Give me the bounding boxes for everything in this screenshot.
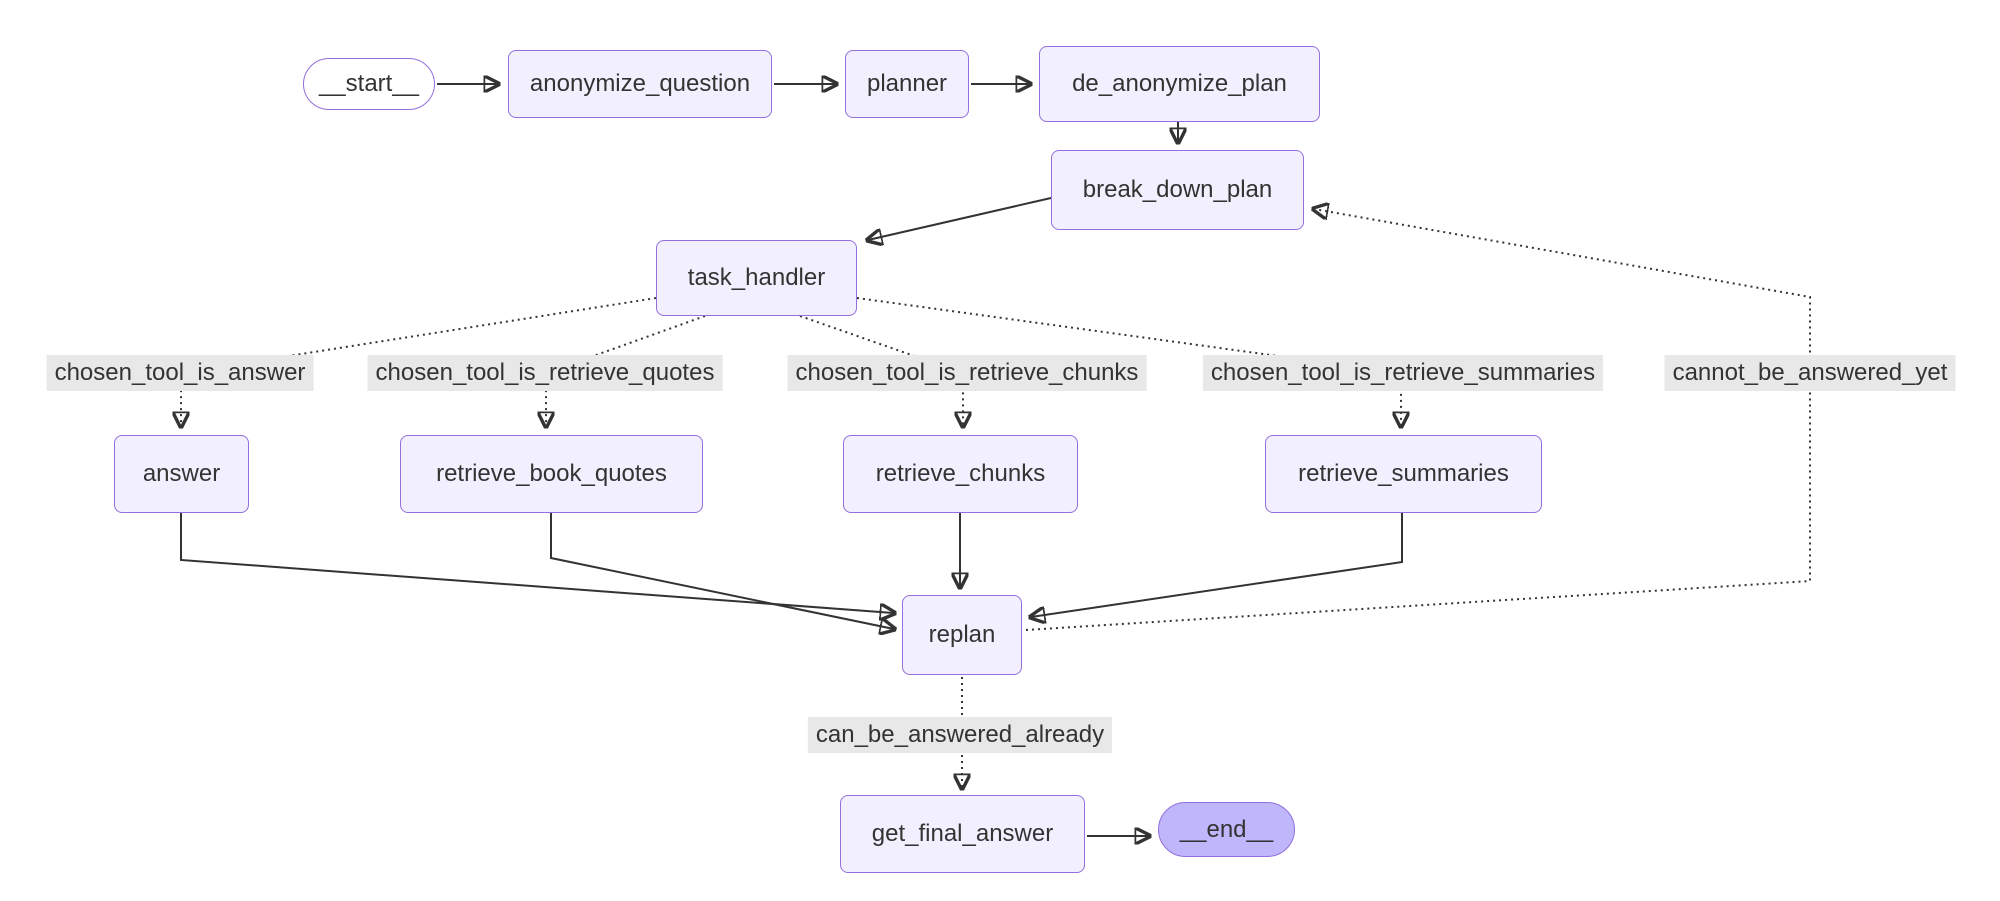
node-anonymize-question: anonymize_question xyxy=(508,50,772,118)
edge-retrieve-book-quotes-to-replan xyxy=(550,513,894,629)
node-answer: answer xyxy=(114,435,249,513)
node-retrieve-chunks: retrieve_chunks xyxy=(843,435,1078,513)
edge-label-chosen-tool-is-retrieve-summaries: chosen_tool_is_retrieve_summaries xyxy=(1202,355,1604,391)
node-task-handler: task_handler xyxy=(656,240,857,316)
edge-label-chosen-tool-is-retrieve-chunks: chosen_tool_is_retrieve_chunks xyxy=(787,355,1147,391)
node-replan: replan xyxy=(902,595,1022,675)
node-get-final-answer: get_final_answer xyxy=(840,795,1085,873)
node-de-anonymize-plan: de_anonymize_plan xyxy=(1039,46,1320,122)
edge-label-cannot-be-answered-yet: cannot_be_answered_yet xyxy=(1664,355,1956,391)
edge-replan-to-break-down-plan xyxy=(1025,209,1811,631)
node-end: __end__ xyxy=(1158,802,1295,857)
node-planner: planner xyxy=(845,50,969,118)
node-start: __start__ xyxy=(303,58,435,110)
node-retrieve-summaries: retrieve_summaries xyxy=(1265,435,1542,513)
node-break-down-plan: break_down_plan xyxy=(1051,150,1304,230)
edge-label-can-be-answered-already: can_be_answered_already xyxy=(807,717,1113,753)
edge-answer-to-replan xyxy=(180,513,894,613)
edge-break-down-plan-to-task-handler xyxy=(868,197,1052,240)
edge-retrieve-summaries-to-replan xyxy=(1031,513,1403,617)
node-retrieve-book-quotes: retrieve_book_quotes xyxy=(400,435,703,513)
edge-label-chosen-tool-is-retrieve-quotes: chosen_tool_is_retrieve_quotes xyxy=(367,355,723,391)
edge-label-chosen-tool-is-answer: chosen_tool_is_answer xyxy=(46,355,314,391)
